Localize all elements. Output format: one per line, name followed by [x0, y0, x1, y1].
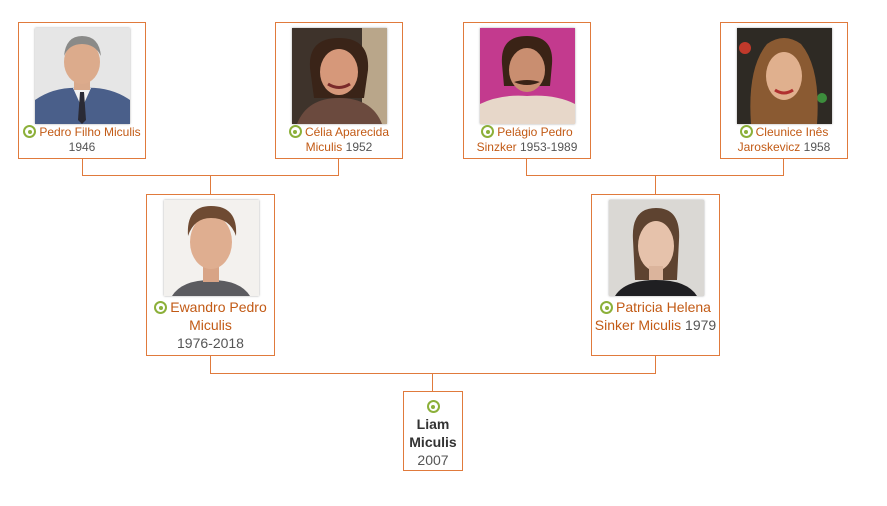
person-photo[interactable]: [480, 28, 575, 124]
target-icon[interactable]: [23, 125, 37, 138]
person-years: 2007: [417, 452, 449, 468]
person-caption: Liam Miculis 2007: [406, 397, 460, 469]
person-name-link[interactable]: Célia Aparecida Miculis: [304, 125, 390, 154]
target-icon[interactable]: [426, 400, 440, 413]
connector-line: [783, 159, 784, 175]
connector-line: [82, 159, 83, 175]
person-years: 1976-2018: [177, 335, 244, 351]
connector-line: [655, 356, 656, 373]
person-photo[interactable]: [609, 200, 704, 296]
person-caption: Patricia Helena Sinker Miculis 1979: [594, 298, 717, 334]
connector-line: [210, 373, 656, 374]
connector-line: [526, 159, 527, 175]
person-caption: Ewandro Pedro Miculis 1976-2018: [149, 298, 272, 352]
person-photo[interactable]: [35, 28, 130, 124]
target-icon[interactable]: [739, 125, 753, 138]
person-years: 1958: [803, 140, 831, 154]
person-caption: Pelágio Pedro Sinzker 1953-1989: [466, 125, 588, 155]
person-name[interactable]: Liam Miculis: [409, 416, 457, 450]
person-name-link[interactable]: Pedro Filho Miculis: [39, 125, 141, 139]
person-card-liam-miculis[interactable]: Liam Miculis 2007: [403, 391, 463, 471]
target-icon[interactable]: [288, 125, 302, 138]
person-card-ewandro-pedro-miculis[interactable]: Ewandro Pedro Miculis 1976-2018: [146, 194, 275, 356]
connector-line: [338, 159, 339, 175]
person-caption: Cleunice Inês Jaroskevicz 1958: [723, 125, 845, 155]
person-caption: Célia Aparecida Miculis 1952: [278, 125, 400, 155]
target-icon[interactable]: [154, 301, 168, 314]
connector-line: [210, 175, 211, 194]
person-name-link[interactable]: Patricia Helena Sinker Miculis: [594, 299, 711, 333]
connector-line: [432, 373, 433, 391]
person-card-cleunice-ines-jaroskevicz[interactable]: Cleunice Inês Jaroskevicz 1958: [720, 22, 848, 159]
person-years: 1946: [68, 140, 96, 154]
target-icon[interactable]: [481, 125, 495, 138]
person-card-pedro-filho-miculis[interactable]: Pedro Filho Miculis 1946: [18, 22, 146, 159]
person-card-celia-aparecida-miculis[interactable]: Célia Aparecida Miculis 1952: [275, 22, 403, 159]
person-card-pelagio-pedro-sinzker[interactable]: Pelágio Pedro Sinzker 1953-1989: [463, 22, 591, 159]
person-photo[interactable]: [292, 28, 387, 124]
person-name-link[interactable]: Ewandro Pedro Miculis: [170, 299, 267, 333]
person-photo[interactable]: [737, 28, 832, 124]
connector-line: [655, 175, 656, 194]
person-card-patricia-helena-sinker-miculis[interactable]: Patricia Helena Sinker Miculis 1979: [591, 194, 720, 356]
person-name-link[interactable]: Cleunice Inês Jaroskevicz: [737, 125, 829, 154]
person-photo[interactable]: [164, 200, 259, 296]
person-caption: Pedro Filho Miculis 1946: [21, 125, 143, 155]
person-years: 1952: [345, 140, 373, 154]
person-years: 1953-1989: [519, 140, 578, 154]
person-name-link[interactable]: Pelágio Pedro Sinzker: [476, 125, 573, 154]
target-icon[interactable]: [600, 301, 614, 314]
connector-line: [210, 356, 211, 373]
person-years: 1979: [685, 317, 717, 333]
